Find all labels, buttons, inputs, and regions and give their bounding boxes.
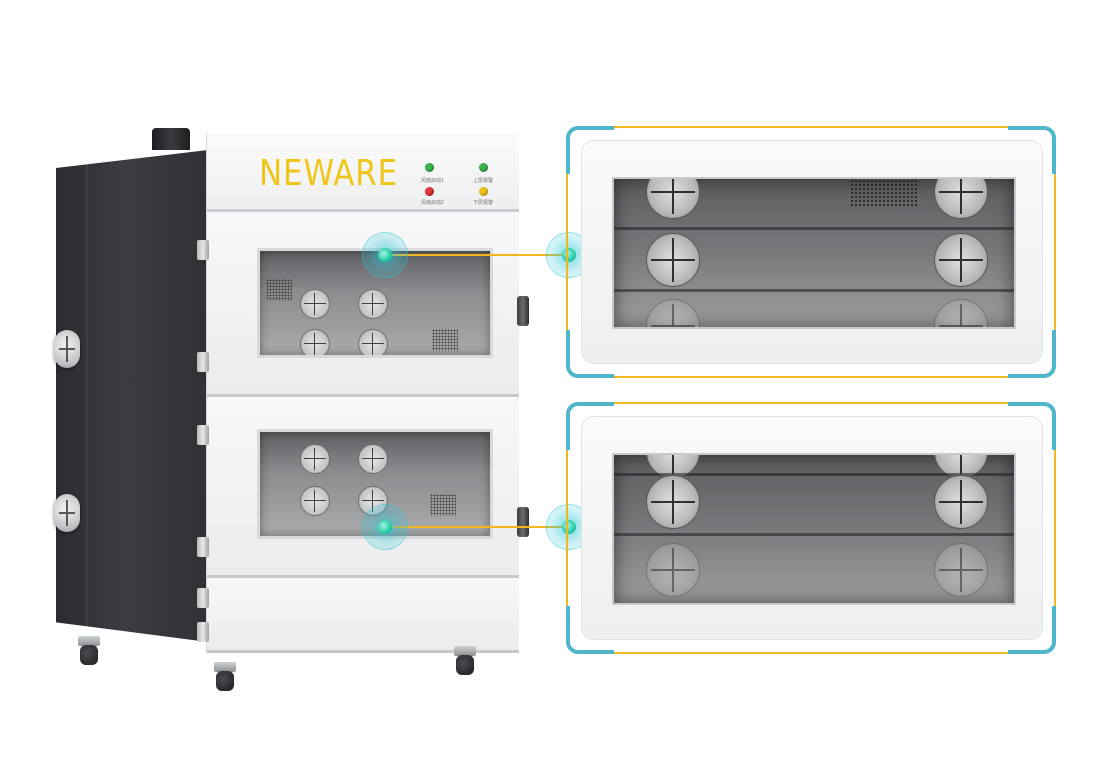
hinge-icon — [197, 537, 209, 557]
frame-line — [610, 126, 1012, 128]
fan-icon — [300, 289, 330, 319]
chamber-interior — [612, 453, 1016, 605]
fan-icon — [300, 329, 330, 355]
fan-icon — [300, 486, 330, 516]
connector-line-lower — [384, 526, 568, 528]
frame-line — [610, 376, 1012, 378]
fan-icon — [934, 179, 988, 219]
indicator-label: 风扇启动2 — [421, 200, 444, 206]
hinge-icon — [197, 588, 209, 608]
upper-drawer — [197, 212, 529, 397]
vent-grille-icon — [850, 179, 918, 207]
fan-icon — [934, 233, 988, 287]
caster-wheel-icon — [212, 662, 238, 691]
shelf-rail — [614, 227, 1014, 230]
hotspot-icon — [362, 504, 408, 550]
fan-reflection-icon — [646, 299, 700, 327]
indicator-label-3: 风扇启动2 — [421, 199, 444, 206]
hotspot-icon — [362, 232, 408, 278]
caster-wheel-icon — [452, 646, 478, 675]
chamber-panel — [582, 417, 1042, 639]
indicator-alarm-lower — [479, 187, 488, 196]
fan-reflection-icon — [934, 543, 988, 597]
fan-icon — [646, 233, 700, 287]
drawer-handle — [517, 507, 529, 537]
side-fan-knob-icon — [54, 330, 80, 368]
vent-grille-icon — [266, 279, 292, 301]
cabinet-side-panel — [56, 150, 208, 642]
drawer-handle — [517, 296, 529, 326]
indicator-label-1: 风扇启动1 — [421, 177, 444, 184]
fan-reflection-icon — [646, 543, 700, 597]
frame-corner-icon — [566, 330, 614, 378]
brand-logo: NEWARE — [259, 153, 399, 194]
indicator-label: 上层报警 — [473, 178, 494, 184]
frame-corner-icon — [566, 402, 614, 450]
indicator-label: 风扇启动1 — [421, 178, 444, 184]
indicator-fan-2 — [425, 187, 434, 196]
lower-drawer — [197, 397, 529, 578]
indicator-label-4: 下层报警 — [473, 199, 493, 206]
frame-corner-icon — [566, 606, 614, 654]
frame-line — [566, 170, 568, 334]
control-panel: NEWARE 风扇启动1 上层报警 风扇启动2 下层 — [207, 133, 519, 212]
shelf-rail — [614, 289, 1014, 292]
frame-line — [566, 446, 568, 610]
fan-icon — [300, 444, 330, 474]
indicator-label-2: 上层报警 — [473, 177, 493, 184]
frame-corner-icon — [1008, 606, 1056, 654]
frame-corner-icon — [1008, 330, 1056, 378]
frame-line — [1054, 170, 1056, 334]
indicator-alarm-upper — [479, 163, 488, 172]
hinge-icon — [197, 622, 209, 642]
indicator-fan-1 — [425, 163, 434, 172]
frame-corner-icon — [1008, 402, 1056, 450]
fan-icon — [646, 179, 700, 219]
fan-icon — [358, 329, 388, 355]
shelf-rail — [614, 533, 1014, 536]
frame-corner-icon — [566, 126, 614, 174]
upper-chamber-detail — [566, 126, 1056, 378]
hinge-icon — [197, 352, 209, 372]
side-fan-knob-icon — [54, 494, 80, 532]
shelf-rail — [614, 473, 1014, 476]
fan-icon — [934, 475, 988, 529]
status-led-icon — [479, 163, 488, 172]
indicator-label: 下层报警 — [473, 200, 494, 206]
exhaust-pipe — [152, 128, 190, 150]
chamber-interior — [612, 177, 1016, 329]
hinge-icon — [197, 240, 209, 260]
vent-grille-icon — [430, 494, 456, 516]
status-led-icon — [425, 163, 434, 172]
base-panel — [197, 578, 519, 653]
cabinet-front: NEWARE 风扇启动1 上层报警 风扇启动2 下层 — [197, 133, 529, 653]
caster-wheel-icon — [76, 636, 102, 665]
chamber-panel — [582, 141, 1042, 363]
fan-reflection-icon — [934, 299, 988, 327]
status-led-icon — [425, 187, 434, 196]
vent-grille-icon — [432, 329, 458, 351]
hinge-icon — [197, 425, 209, 445]
frame-line — [610, 402, 1012, 404]
frame-line — [1054, 446, 1056, 610]
lower-chamber-detail — [566, 402, 1056, 654]
frame-corner-icon — [1008, 126, 1056, 174]
frame-line — [610, 652, 1012, 654]
fan-icon — [358, 444, 388, 474]
fan-icon — [358, 289, 388, 319]
fan-icon — [646, 475, 700, 529]
status-led-icon — [479, 187, 488, 196]
connector-line-upper — [384, 254, 568, 256]
